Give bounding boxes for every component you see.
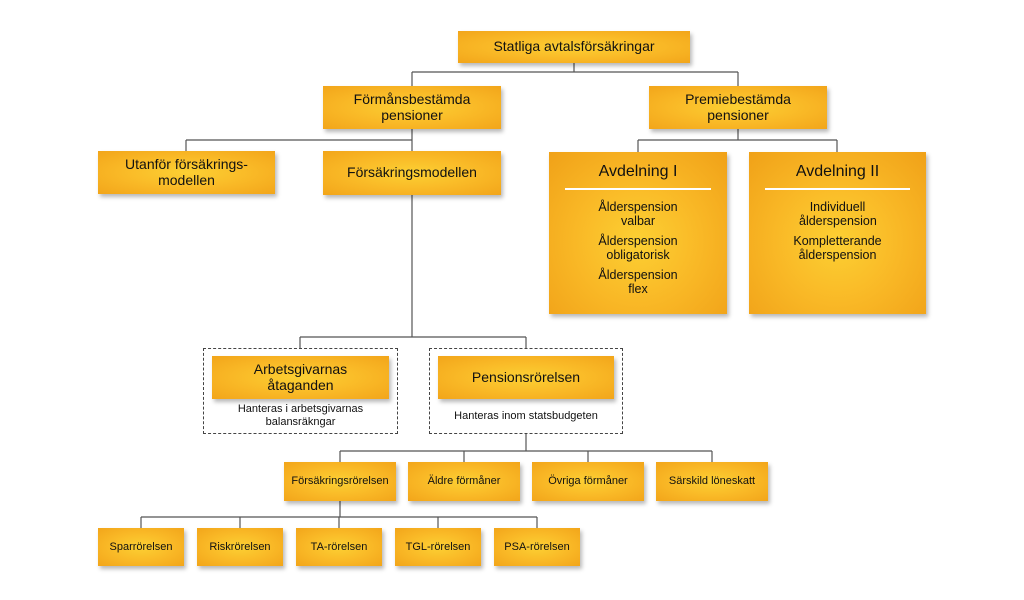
ta-rorelsen-node: TA-rörelsen <box>296 528 382 566</box>
avdelning-1-node: Avdelning I Ålderspension valbar Åldersp… <box>549 152 727 314</box>
forsakringsmodellen-node: Försäkringsmodellen <box>323 151 501 195</box>
avdelning-2-item: Kompletterande ålderspension <box>793 234 882 262</box>
avdelning-2-item: Individuell ålderspension <box>799 200 877 228</box>
avdelning-2-divider <box>765 188 910 190</box>
avdelning-1-divider <box>565 188 711 190</box>
arbetsgivarnas-node: Arbetsgivarnas åtaganden <box>212 356 389 399</box>
avdelning-1-item: Ålderspension obligatorisk <box>598 234 678 262</box>
pensionsrorelsen-label: Pensionsrörelsen <box>471 368 581 385</box>
level4-label: Äldre förmåner <box>427 475 501 488</box>
sparrorelsen-node: Sparrörelsen <box>98 528 184 566</box>
arbetsgivarnas-note: Hanteras i arbetsgivarnas balansräkngar <box>237 403 364 428</box>
avdelning-2-node: Avdelning II Individuell ålderspension K… <box>749 152 926 314</box>
forsakringsmodellen-label: Försäkringsmodellen <box>347 164 477 181</box>
level5-label: Sparrörelsen <box>109 540 173 553</box>
level4-label: Särskild löneskatt <box>668 475 756 488</box>
avdelning-1-item: Ålderspension flex <box>598 268 678 296</box>
avdelning-1-item: Ålderspension valbar <box>598 200 678 228</box>
utanfor-node: Utanför försäkrings-modellen <box>98 151 275 194</box>
utanfor-label: Utanför försäkrings-modellen <box>125 155 248 188</box>
root-node: Statliga avtalsförsäkringar <box>458 31 690 63</box>
avdelning-1-title: Avdelning I <box>598 163 678 180</box>
formansbestamda-label: Förmånsbestämda pensioner <box>353 90 471 123</box>
tgl-rorelsen-node: TGL-rörelsen <box>395 528 481 566</box>
premiebestamda-node: Premiebestämda pensioner <box>649 86 827 129</box>
pensionsrorelsen-note: Hanteras inom statsbudgeten <box>454 410 598 422</box>
premiebestamda-label: Premiebestämda pensioner <box>685 90 791 123</box>
level4-label: Försäkringsrörelsen <box>291 475 389 488</box>
arbetsgivarnas-label: Arbetsgivarnas åtaganden <box>253 360 348 393</box>
level4-label: Övriga förmåner <box>548 475 628 488</box>
avdelning-2-title: Avdelning II <box>795 163 880 180</box>
ovriga-formaner-node: Övriga förmåner <box>532 462 644 501</box>
root-label: Statliga avtalsförsäkringar <box>493 38 655 55</box>
aldre-formaner-node: Äldre förmåner <box>408 462 520 501</box>
riskrorelsen-node: Riskrörelsen <box>197 528 283 566</box>
pensionsrorelsen-node: Pensionsrörelsen <box>438 356 614 399</box>
formansbestamda-node: Förmånsbestämda pensioner <box>323 86 501 129</box>
psa-rorelsen-node: PSA-rörelsen <box>494 528 580 566</box>
level5-label: Riskrörelsen <box>209 540 271 553</box>
level5-label: TA-rörelsen <box>310 540 368 553</box>
level5-label: PSA-rörelsen <box>504 540 570 553</box>
forsakringsrorelsen-node: Försäkringsrörelsen <box>284 462 396 501</box>
sarskild-loneskatt-node: Särskild löneskatt <box>656 462 768 501</box>
level5-label: TGL-rörelsen <box>405 540 471 553</box>
